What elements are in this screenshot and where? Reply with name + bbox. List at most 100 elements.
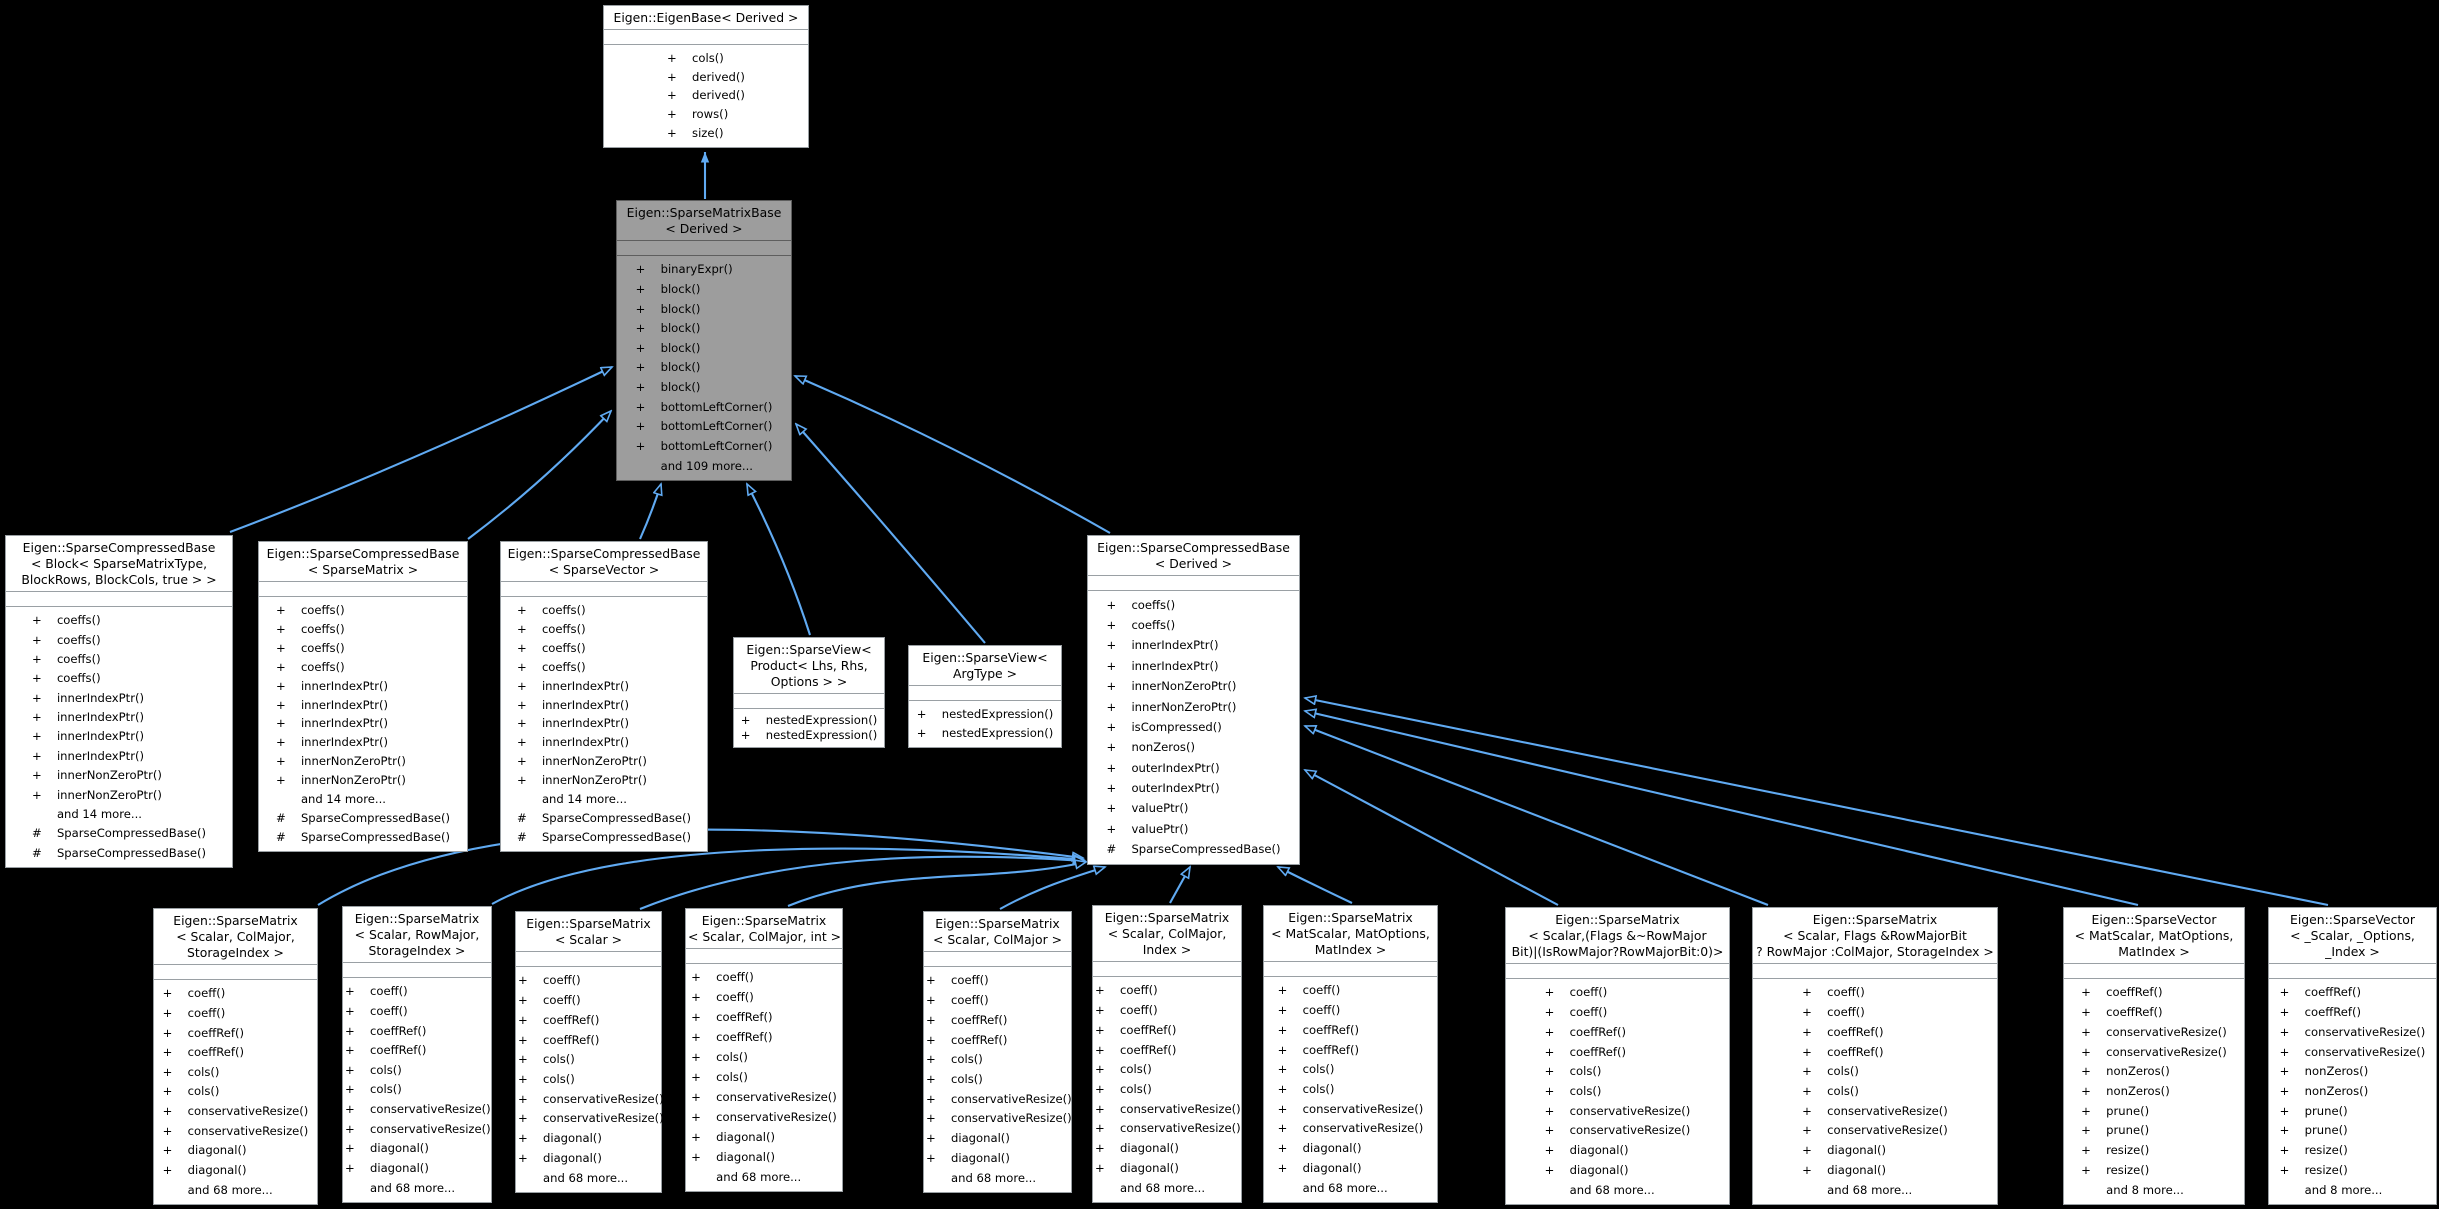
member-visibility: # [516, 811, 527, 826]
member-name: diagonal() [187, 1143, 247, 1158]
member-row: +conservativeResize() [518, 1112, 664, 1125]
class-box-scb-block[interactable]: Eigen::SparseCompressedBase< Block< Spar… [5, 535, 233, 868]
member-name: coeff() [370, 1003, 408, 1018]
member-row: +prune() [2081, 1124, 2227, 1137]
class-title-line: < SparseVector > [548, 562, 660, 577]
class-box-sm-rowmajor-storageindex[interactable]: Eigen::SparseMatrix< Scalar, RowMajor,St… [342, 906, 492, 1203]
member-name: coeffs() [56, 651, 101, 666]
class-title[interactable]: Eigen::SparseMatrix< Scalar > [516, 912, 661, 952]
class-title[interactable]: Eigen::SparseMatrix< Scalar, ColMajor,St… [154, 909, 317, 965]
member-visibility: + [1277, 1121, 1288, 1136]
member-row: +coeffs() [276, 660, 450, 674]
member-visibility: + [691, 1109, 701, 1124]
class-title-line: Eigen::SparseMatrixBase [626, 205, 782, 220]
member-name: diagonal() [1827, 1143, 1887, 1158]
member-name: innerIndexPtr() [541, 716, 630, 731]
member-visibility: + [691, 1129, 701, 1144]
member-row: +cols() [1278, 1082, 1424, 1096]
member-visibility: + [926, 1131, 936, 1146]
member-name: coeffRef() [1569, 1044, 1627, 1059]
class-title[interactable]: Eigen::SparseVector< _Scalar, _Options,_… [2269, 908, 2436, 964]
member-visibility: + [275, 697, 286, 712]
member-visibility: + [635, 340, 646, 355]
class-title-line: StorageIndex > [187, 945, 284, 960]
class-title[interactable]: Eigen::SparseView<Product< Lhs, Rhs,Opti… [734, 638, 884, 694]
class-box-sm-flags-ternary[interactable]: Eigen::SparseMatrix< Scalar, Flags &RowM… [1752, 907, 1998, 1205]
member-visibility: + [1277, 1160, 1288, 1175]
class-title-line: BlockRows, BlockCols, true > > [21, 572, 217, 587]
member-visibility: + [1802, 1143, 1812, 1158]
class-title[interactable]: Eigen::SparseView<ArgType > [909, 646, 1061, 686]
class-box-svec-matscalar[interactable]: Eigen::SparseVector< MatScalar, MatOptio… [2063, 907, 2245, 1205]
inheritance-edge-sm-flags-ternary-to-scb-derived [1305, 725, 1769, 906]
class-box-svec-underscore[interactable]: Eigen::SparseVector< _Scalar, _Options,_… [2268, 907, 2437, 1205]
class-title[interactable]: Eigen::SparseCompressedBase< SparseVecto… [501, 542, 707, 582]
member-row: +innerIndexPtr() [32, 711, 206, 724]
member-visibility: + [31, 729, 42, 744]
member-name: size() [692, 126, 724, 141]
member-row: +coeff() [926, 994, 1069, 1007]
member-row: and 68 more... [926, 1170, 1069, 1185]
member-visibility: + [1802, 1024, 1812, 1039]
member-name: bottomLeftCorner() [660, 419, 773, 434]
member-row: +resize() [2280, 1144, 2426, 1157]
class-title-line: < Scalar > [554, 932, 623, 947]
member-row: +coeff() [926, 974, 1069, 987]
member-visibility: + [516, 754, 527, 769]
member-name: diagonal() [1569, 1143, 1629, 1158]
member-visibility: + [162, 1064, 173, 1079]
class-box-sm-matscalar[interactable]: Eigen::SparseMatrix< MatScalar, MatOptio… [1263, 905, 1438, 1203]
class-title[interactable]: Eigen::SparseCompressedBase< SparseMatri… [259, 542, 467, 582]
class-box-sm-colmajor[interactable]: Eigen::SparseMatrix< Scalar, ColMajor >+… [923, 911, 1072, 1193]
class-box-sm-scalar[interactable]: Eigen::SparseMatrix< Scalar >+coeff()+co… [515, 911, 664, 1193]
class-box-sparse-view-product[interactable]: Eigen::SparseView<Product< Lhs, Rhs,Opti… [733, 637, 885, 748]
class-title[interactable]: Eigen::SparseMatrix< MatScalar, MatOptio… [1264, 906, 1437, 962]
attributes-section-empty [6, 592, 232, 607]
class-box-sm-colmajor-storageindex[interactable]: Eigen::SparseMatrix< Scalar, ColMajor,St… [153, 908, 318, 1205]
class-box-scb-sparse-vector[interactable]: Eigen::SparseCompressedBase< SparseVecto… [500, 541, 708, 852]
member-row: +cols() [163, 1085, 309, 1098]
class-title-line: Eigen::EigenBase< Derived > [613, 10, 799, 25]
member-name: nonZeros() [1131, 740, 1195, 755]
member-name: conservativeResize() [187, 1104, 309, 1119]
members-section: +coeffRef()+coeffRef()+conservativeResiz… [2079, 979, 2229, 1204]
member-visibility: + [1802, 1103, 1812, 1118]
class-title[interactable]: Eigen::SparseCompressedBase< Derived > [1088, 536, 1299, 576]
attributes-section-empty [501, 582, 707, 597]
class-title[interactable]: Eigen::SparseCompressedBase< Block< Spar… [6, 536, 232, 592]
class-box-sparse-matrix-base[interactable]: Eigen::SparseMatrixBase< Derived >+binar… [616, 200, 792, 481]
member-name: coeffRef() [716, 1030, 773, 1045]
member-visibility: + [2081, 1162, 2091, 1177]
member-name: conservativeResize() [2106, 1044, 2227, 1059]
member-visibility: + [2279, 1024, 2290, 1039]
member-visibility: + [345, 1082, 355, 1097]
class-title[interactable]: Eigen::EigenBase< Derived > [604, 6, 808, 30]
class-title[interactable]: Eigen::SparseMatrixBase< Derived > [617, 201, 791, 241]
member-visibility: + [518, 973, 528, 988]
class-title[interactable]: Eigen::SparseMatrix< Scalar, ColMajor,In… [1093, 906, 1241, 962]
class-box-sparse-view-argtype[interactable]: Eigen::SparseView<ArgType >+nestedExpres… [908, 645, 1062, 748]
class-title[interactable]: Eigen::SparseMatrix< Scalar, ColMajor, i… [686, 909, 842, 949]
member-row: +innerNonZeroPtr() [276, 774, 450, 787]
member-visibility: + [635, 321, 646, 336]
class-box-sm-colmajor-int[interactable]: Eigen::SparseMatrix< Scalar, ColMajor, i… [685, 908, 843, 1192]
member-visibility: + [275, 735, 286, 750]
member-visibility: + [345, 1102, 355, 1117]
member-visibility: + [2279, 1162, 2290, 1177]
class-title[interactable]: Eigen::SparseMatrix< Scalar, RowMajor,St… [343, 907, 491, 963]
member-visibility: + [635, 262, 646, 277]
class-box-sm-flags-isrowmajor[interactable]: Eigen::SparseMatrix< Scalar,(Flags &~Row… [1505, 907, 1730, 1205]
class-box-scb-sparse-matrix[interactable]: Eigen::SparseCompressedBase< SparseMatri… [258, 541, 468, 852]
member-visibility: + [275, 621, 286, 636]
member-row: +nestedExpression() [917, 708, 1054, 721]
class-title[interactable]: Eigen::SparseVector< MatScalar, MatOptio… [2064, 908, 2244, 964]
member-name: diagonal() [716, 1129, 776, 1144]
class-box-sm-colmajor-index[interactable]: Eigen::SparseMatrix< Scalar, ColMajor,In… [1092, 905, 1242, 1203]
member-name: conservativeResize() [1120, 1101, 1241, 1116]
class-box-scb-derived[interactable]: Eigen::SparseCompressedBase< Derived >+c… [1087, 535, 1300, 865]
class-title[interactable]: Eigen::SparseMatrix< Scalar,(Flags &~Row… [1506, 908, 1729, 964]
class-title[interactable]: Eigen::SparseMatrix< Scalar, ColMajor > [924, 912, 1071, 952]
member-name: and 68 more... [951, 1170, 1037, 1185]
class-box-eigen-base[interactable]: Eigen::EigenBase< Derived >+cols()+deriv… [603, 5, 809, 148]
class-title[interactable]: Eigen::SparseMatrix< Scalar, Flags &RowM… [1753, 908, 1997, 964]
